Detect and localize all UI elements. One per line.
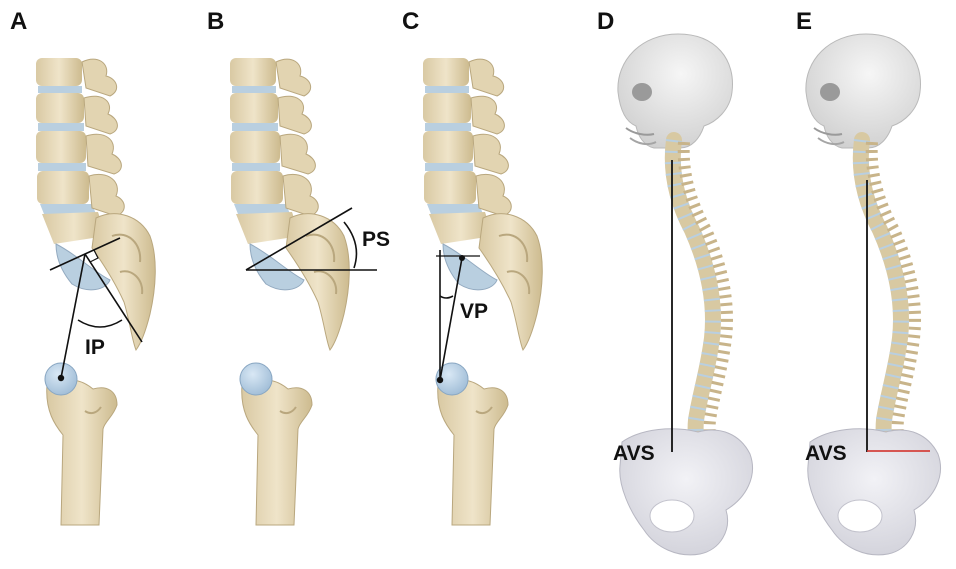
femur-a [45,363,117,525]
full-spine-e [806,34,941,555]
panel-c: VP [423,58,542,525]
full-spine-d [618,34,753,555]
ip-angle-label: IP [85,336,105,359]
avs-label-e: AVS [805,442,847,465]
lumbar-spine-b [230,58,349,350]
panel-a: IP [36,58,155,525]
femur-c [436,363,508,525]
lumbar-spine-a [36,58,155,350]
avs-label-d: AVS [613,442,655,465]
femur-b [240,363,312,525]
panel-d: AVS [613,34,753,555]
panel-e: AVS [805,34,941,555]
vp-angle-label: VP [460,300,488,323]
ps-angle-label: PS [362,228,390,251]
panel-b: PS [230,58,390,525]
